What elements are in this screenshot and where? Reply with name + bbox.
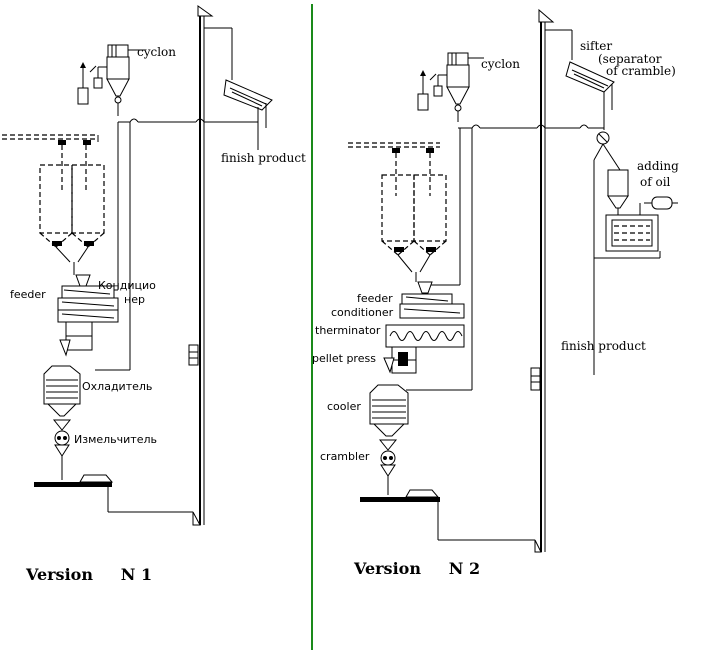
- v2-silos: [381, 153, 447, 282]
- v1-cooler-label: Охладитель: [82, 380, 152, 393]
- v1-crambler-label: Измельчитель: [74, 433, 157, 446]
- v1-top-conveyor: [2, 134, 99, 145]
- v1-conditioner-label-1: Кондицио: [98, 279, 156, 292]
- v2-crambler-label: crambler: [320, 450, 370, 463]
- v1-feeder-conditioner: [57, 274, 119, 357]
- v1-sifter: [223, 79, 273, 150]
- v2-sifter: [565, 61, 615, 130]
- v2-pellet-press-label: pellet press: [312, 352, 376, 365]
- v1-feeder-label: feeder: [10, 288, 46, 301]
- v1-conditioner-label-2: нер: [124, 293, 145, 306]
- v2-version-label: Version N 2: [353, 559, 480, 578]
- v2-top-conveyor: [348, 142, 440, 153]
- v2-cyclon-label: cyclon: [481, 57, 520, 71]
- v2-therminator-label: therminator: [315, 324, 381, 337]
- v2-bottom-conveyor: [360, 489, 535, 541]
- version-2-scheme: sifter (separator of cramble) adding: [312, 8, 679, 578]
- v2-oil-unit: [593, 131, 678, 375]
- v1-cooler: [43, 365, 81, 417]
- v2-feeder-conditioner: [399, 281, 465, 319]
- v2-sifter-label-1: sifter: [580, 39, 612, 53]
- v1-version-label: Version N 1: [25, 565, 152, 584]
- v2-cooler-label: cooler: [327, 400, 361, 413]
- v1-air-duct: [95, 118, 258, 371]
- v2-cyclon: [417, 52, 484, 122]
- v1-crambler: [52, 419, 72, 480]
- v1-silos: [39, 145, 105, 275]
- v2-pellet-press: [383, 346, 417, 374]
- v2-air-duct: [406, 124, 604, 391]
- v1-bottom-conveyor: [34, 474, 193, 513]
- v2-sifter-label-2: (separator: [598, 52, 662, 66]
- v2-finish-product-label: finish product: [561, 339, 646, 353]
- v2-therminator: [385, 324, 465, 348]
- v1-elevator: [188, 5, 233, 526]
- v2-conditioner-label: conditioner: [331, 306, 394, 319]
- v1-finish-product-label: finish product: [221, 151, 306, 165]
- v2-elevator: [530, 8, 573, 553]
- v2-sifter-label-3: of cramble): [606, 64, 676, 78]
- v2-crambler: [378, 439, 398, 495]
- v2-cooler: [369, 384, 409, 437]
- v2-feeder-label: feeder: [357, 292, 393, 305]
- version-1-scheme: finish product cyclon: [2, 5, 306, 584]
- v2-oil-label-2: of oil: [640, 175, 671, 189]
- v1-cyclon: [77, 44, 145, 116]
- v1-cyclon-label: cyclon: [137, 45, 176, 59]
- v2-oil-label-1: adding: [637, 159, 679, 173]
